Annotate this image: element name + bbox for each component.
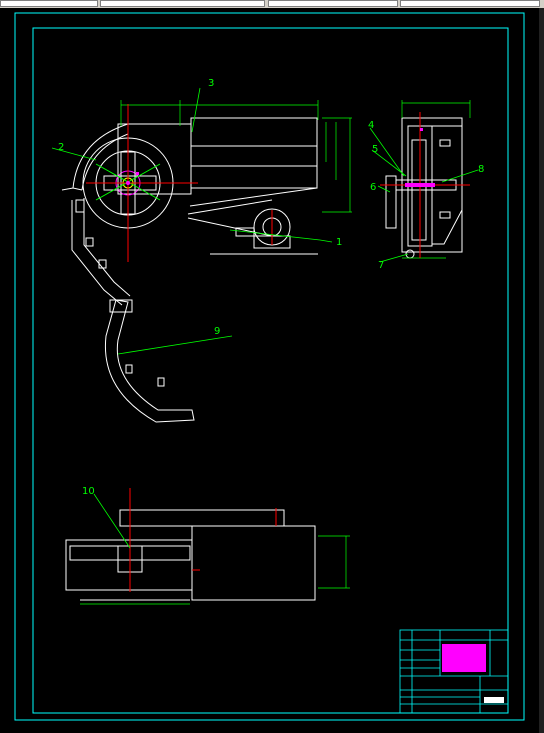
title-block-box [484,697,504,703]
leader-lines [51,87,479,549]
side-view-highlights [405,128,435,187]
vertical-scrollbar[interactable] [539,8,544,733]
callout-4: 4 [368,120,374,131]
discharge-tube [104,299,195,423]
toolbar-field-2[interactable] [100,0,265,7]
callout-1: 1 [336,237,342,248]
front-view-centerlines [86,104,273,262]
title-block-fill [442,644,486,672]
top-view-dimensions [80,535,350,605]
outer-border [14,12,525,721]
callout-9: 9 [214,326,220,337]
front-view [61,117,318,423]
toolbar-field-4[interactable] [400,0,540,7]
inner-border [32,27,509,714]
front-view-dimensions [120,100,352,213]
side-view [385,117,463,259]
callout-3: 3 [208,78,214,89]
callout-7: 7 [378,260,384,271]
cad-drawing-canvas[interactable]: 1 2 3 4 5 6 7 8 9 10 [0,8,539,733]
toolbar-field-3[interactable] [268,0,398,7]
title-block [399,629,509,714]
side-view-dimensions [401,100,471,259]
app-toolbar [0,0,544,8]
callout-6: 6 [370,182,376,193]
callout-5: 5 [372,144,378,155]
callout-8: 8 [478,164,484,175]
top-view-centerlines [129,488,277,592]
callout-10: 10 [82,486,95,497]
toolbar-field-1[interactable] [0,0,98,7]
callout-2: 2 [58,142,64,153]
motor-housing [190,117,318,189]
top-view [65,509,316,601]
cutter-housing [117,123,192,195]
front-view-highlights [126,172,139,185]
callout-labels: 1 2 3 4 5 6 7 8 9 10 [58,78,484,497]
